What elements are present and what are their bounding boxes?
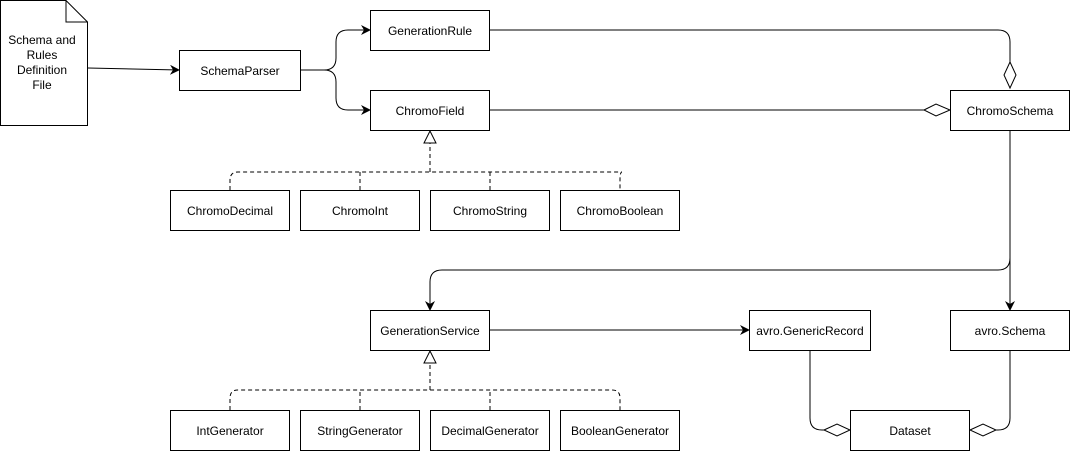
aggregation-diamond [822, 423, 852, 437]
arrow-schemaparser-to-generationrule [301, 25, 371, 71]
file-icon [0, 0, 88, 126]
avro-generic-record-node: avro.GenericRecord [749, 310, 871, 351]
int-generator-node: IntGenerator [170, 410, 290, 451]
aggregation-diamond [922, 103, 952, 117]
inheritance-triangle [423, 129, 437, 144]
chromo-schema-node: ChromoSchema [950, 90, 1070, 131]
boolean-generator-node: BooleanGenerator [560, 410, 680, 451]
aggregation-generationrule-chromoschema [490, 29, 1011, 62]
aggregation-diamond [968, 423, 998, 437]
chromo-field-node: ChromoField [370, 90, 490, 131]
chromo-boolean-node: ChromoBoolean [560, 190, 680, 231]
chromo-decimal-node: ChromoDecimal [170, 190, 290, 231]
aggregation-avroschema-dataset [996, 351, 1011, 431]
inheritance-generationservice [229, 363, 621, 410]
generation-service-node: GenerationService [370, 310, 490, 351]
arrow-chromoschema-to-generationservice [425, 130, 1011, 311]
aggregation-genericrecord-dataset [809, 351, 824, 431]
schema-parser-node: SchemaParser [179, 50, 301, 91]
chromo-int-node: ChromoInt [300, 190, 420, 231]
inheritance-triangle [423, 349, 437, 364]
avro-schema-node: avro.Schema [950, 310, 1070, 351]
file-label: Schema and Rules Definition File [8, 33, 76, 92]
chromo-string-node: ChromoString [430, 190, 550, 231]
generation-rule-node: GenerationRule [370, 10, 490, 51]
inheritance-chromofield [229, 143, 623, 190]
arrow-file-to-schemaparser [87, 64, 180, 75]
aggregation-diamond [1003, 60, 1017, 90]
decimal-generator-node: DecimalGenerator [430, 410, 550, 451]
arrow-schemaparser-to-chromofield [301, 69, 371, 115]
string-generator-node: StringGenerator [300, 410, 420, 451]
dataset-node: Dataset [850, 410, 970, 451]
schema-rules-file: Schema and Rules Definition File [0, 0, 88, 126]
